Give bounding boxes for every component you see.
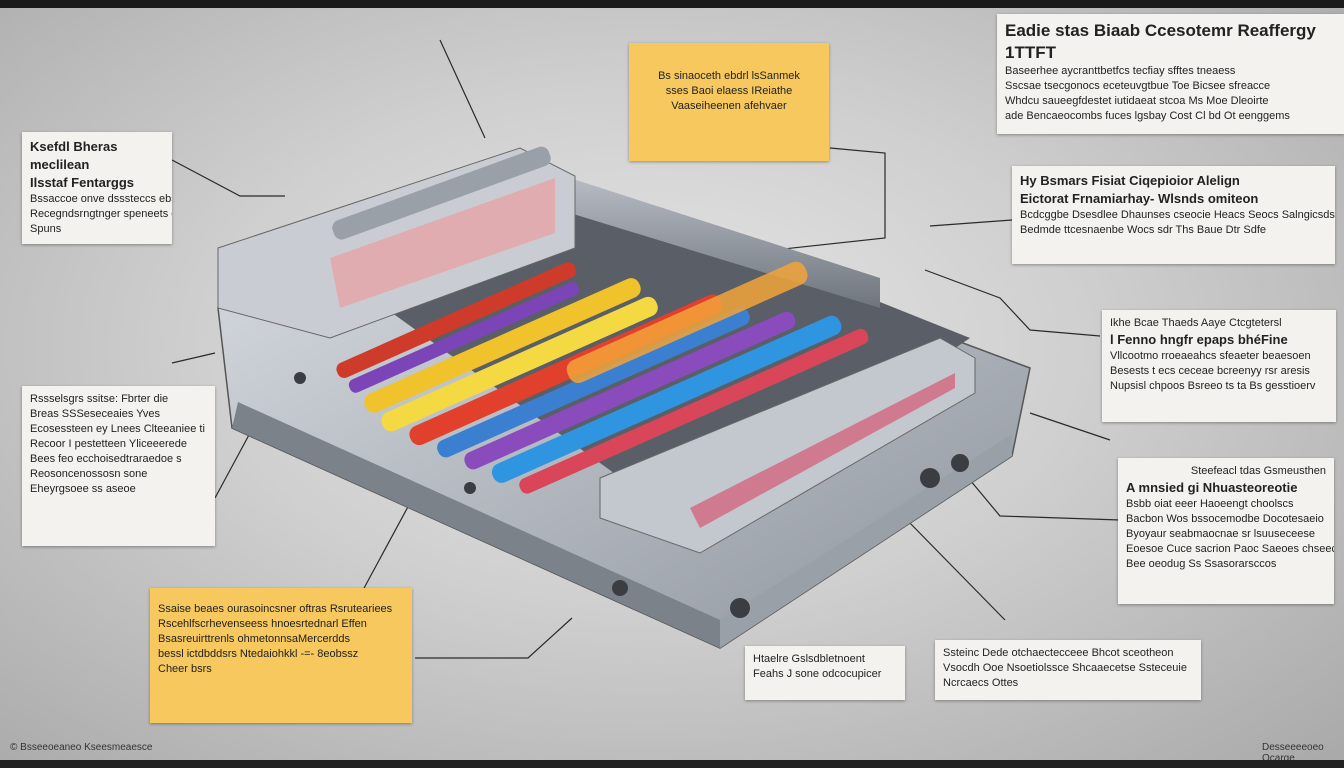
callout-line: Recegndsrngtnger speneets os bbox=[30, 208, 172, 220]
footer-left: © Bsseeoeaneo Kseesmeaesce bbox=[10, 742, 152, 753]
callout-line: Bedmde ttcesnaenbe Wocs sdr Ths Baue Dtr… bbox=[1020, 224, 1267, 236]
copyright-icon: © bbox=[10, 742, 18, 753]
callout-line: Htaelre Gslsdbletnoent bbox=[753, 653, 865, 665]
callout-bottom-left: Ssaise beaes ourasoincsner oftras Rsrute… bbox=[150, 588, 412, 723]
battery-tray bbox=[217, 146, 1031, 649]
callout-line: Breas SSSeseceaies Yves bbox=[30, 408, 161, 420]
callout-line: sses Baoi elaess IReiathe bbox=[665, 85, 793, 97]
callout-line: Bs sinaoceth ebdrl lsSanmek bbox=[658, 70, 800, 82]
callout-line: Sscsae tsecgonocs eceteuvgtbue Toe Bicse… bbox=[1005, 80, 1271, 92]
footer-left-text: Bsseeoeaneo Kseesmeaesce bbox=[20, 742, 153, 753]
callout-subtitle: l Fenno hngfr epaps bhéFine bbox=[1110, 332, 1288, 347]
callout-line: Ssteinc Dede otchaectecceee Bhcot sceoth… bbox=[943, 647, 1174, 659]
footer-right-text: Desseeeeoeo Ocarge bbox=[1262, 742, 1324, 760]
callout-line: Cheer bsrs bbox=[158, 663, 212, 675]
footer-right: Desseeeeoeo Ocarge bbox=[1262, 742, 1344, 760]
callout-subtitle: Ilsstaf Fentarggs bbox=[30, 175, 135, 190]
callout-line: Ncrcaecs Ottes bbox=[943, 677, 1019, 689]
callout-line: bessl ictdbddsrs Ntedaiohkkl -=- 8eobssz bbox=[158, 648, 359, 660]
callout-bottom-right: Ssteinc Dede otchaectecceee Bhcot sceoth… bbox=[935, 640, 1201, 700]
callout-line: Recoor I pestetteen Yliceeerede bbox=[30, 438, 187, 450]
callout-right-upper: Hy Bsmars Fisiat Ciqepioior Alelign Eict… bbox=[1012, 166, 1335, 264]
callout-line: Vllcootmo rroeaeahcs sfeaeter beaesoen bbox=[1110, 350, 1311, 362]
battery-illustration bbox=[171, 39, 1121, 659]
callout-line: Bacbon Wos bssocemodbe Docotesaeio bbox=[1126, 513, 1324, 525]
callout-line: Rssselsgrs ssitse: Fbrter die bbox=[30, 393, 169, 405]
callout-left-mid: Rssselsgrs ssitse: Fbrter die Breas SSSe… bbox=[22, 386, 215, 546]
bottom-bar bbox=[0, 760, 1344, 768]
callout-line: Reosoncenossosn sone bbox=[30, 468, 148, 480]
callout-top-right: Eadie stas Biaab Ccesotemr Reaffergy 1TT… bbox=[997, 14, 1344, 134]
callout-bottom-center: Htaelre Gslsdbletnoent Feahs J sone odco… bbox=[745, 646, 905, 700]
callout-subtitle: A mnsied gi Nhuasteoreotie bbox=[1126, 480, 1298, 495]
callout-title: Ksefdl Bheras meclilean bbox=[30, 139, 118, 172]
callout-right-mid: Ikhe Bcae Thaeds Aaye Ctcgtetersl l Fenn… bbox=[1102, 310, 1336, 422]
callout-line: ade Bencaeocombs fuces lgsbay Cost Cl bd… bbox=[1005, 110, 1290, 122]
callout-subtitle: Eictorat Frnamiarhay- Wlsnds omiteon bbox=[1020, 191, 1259, 206]
callout-line: Nupsisl chpoos Bsreeo ts ta Bs gesstioer… bbox=[1110, 380, 1316, 392]
callout-line: Bsbb oiat eeer Haoeengt choolscs bbox=[1126, 498, 1294, 510]
callout-line: Vsocdh Ooe Nsoetiolssce Shcaaecetse Sste… bbox=[943, 662, 1187, 674]
callout-right-lower: Steefeacl tdas Gsmeusthen A mnsied gi Nh… bbox=[1118, 458, 1334, 604]
callout-left-top: Ksefdl Bheras meclilean Ilsstaf Fentargg… bbox=[22, 132, 172, 244]
callout-line: Rscehlfscrhevenseess hnoesrtednarl Effen bbox=[158, 618, 367, 630]
callout-line: Bsasreuirttrenls ohmetonnsaMercerdds bbox=[158, 633, 350, 645]
callout-line: Bcdcggbe Dsesdlee Dhaunses cseocie Heacs… bbox=[1020, 209, 1335, 221]
callout-line: Eheyrgsoee ss aseoe bbox=[30, 483, 136, 495]
callout-line: Bssaccoe onve dsssteccs ebsse Itsrse bbox=[30, 193, 172, 205]
callout-line: Eoesoe Cuce sacrion Paoc Saeoes chseecse… bbox=[1126, 543, 1334, 555]
callout-title: Hy Bsmars Fisiat Ciqepioior Alelign bbox=[1020, 173, 1240, 188]
callout-line: Ssaise beaes ourasoincsner oftras Rsrute… bbox=[158, 603, 393, 615]
callout-line: Vaaseiheenen afehvaer bbox=[671, 100, 787, 112]
callout-line: Spuns bbox=[30, 223, 62, 235]
callout-line: Byoyaur seabmaocnae sr lsuuseceese bbox=[1126, 528, 1315, 540]
diagram-canvas: Eadie stas Biaab Ccesotemr Reaffergy 1TT… bbox=[0, 8, 1344, 760]
callout-line: Besests t ecs ceceae bcreenyy rsr aresis bbox=[1110, 365, 1310, 377]
callout-line: Baseerhee aycranttbetfcs tecfiay sfftes … bbox=[1005, 65, 1236, 77]
callout-line: Whdcu saueegfdestet iutidaeat stcoa Ms M… bbox=[1005, 95, 1269, 107]
callout-title: Ikhe Bcae Thaeds Aaye Ctcgtetersl bbox=[1110, 317, 1282, 329]
callout-title: Eadie stas Biaab Ccesotemr Reaffergy 1TT… bbox=[1005, 21, 1316, 62]
callout-line: Bee oeodug Ss Ssasorarsccos bbox=[1126, 558, 1277, 570]
callout-line: Ecosessteen ey Lnees Clteeaniee ti bbox=[30, 423, 205, 435]
callout-top-center: Bs sinaoceth ebdrl lsSanmek sses Baoi el… bbox=[629, 43, 829, 161]
callout-line: Feahs J sone odcocupicer bbox=[753, 668, 882, 680]
callout-line: Bees feo ecchoisedtraraedoe s bbox=[30, 453, 182, 465]
callout-title: Steefeacl tdas Gsmeusthen bbox=[1190, 465, 1326, 477]
